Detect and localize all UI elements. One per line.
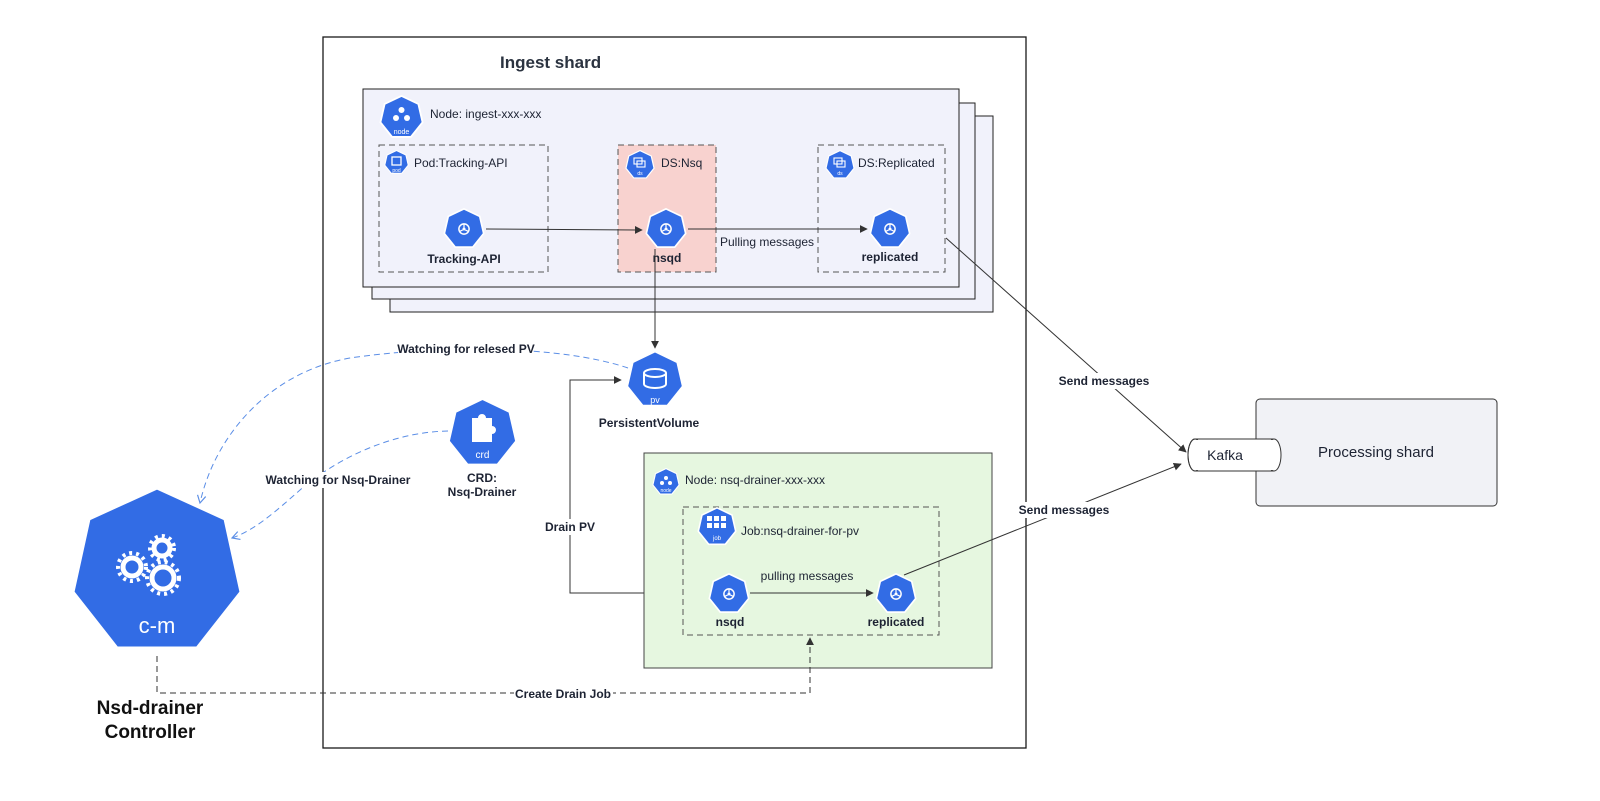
svg-text:node: node: [660, 488, 671, 494]
edge-send-messages-bottom: [903, 462, 1182, 576]
edge-label-pulling-messages: Pulling messages: [720, 235, 814, 249]
edge-label-send-bottom: Send messages: [1019, 503, 1110, 517]
replicated-service-icon: [869, 208, 911, 248]
ingest-node-label: Node: ingest-xxx-xxx: [430, 107, 541, 121]
edge-label-watching-crd: Watching for Nsq-Drainer: [266, 473, 411, 487]
job-nsq-drainer: [682, 506, 940, 636]
svg-text:job: job: [712, 536, 722, 542]
drainer-node-label: Node: nsq-drainer-xxx-xxx: [685, 473, 825, 487]
drainer-nsqd-label: nsqd: [716, 615, 745, 629]
nsqd-service-label: nsqd: [653, 251, 682, 265]
crd-label-line2: Nsq-Drainer: [448, 485, 517, 499]
persistent-volume-icon: pv: [625, 350, 685, 408]
node-icon: node: [379, 95, 424, 138]
pod-tracking-api: [378, 144, 549, 273]
ds-replicated: [817, 144, 946, 273]
edge-label-bg: [514, 686, 613, 702]
nsqd-service-icon: [645, 208, 687, 248]
svg-text:pod: pod: [392, 168, 401, 174]
job-label: Job:nsq-drainer-for-pv: [741, 524, 859, 538]
edge-label-create-drain-job: Create Drain Job: [515, 687, 611, 701]
pod-tracking-api-label: Pod:Tracking-API: [414, 156, 508, 170]
svg-text:crd: crd: [476, 450, 490, 461]
pod-icon: pod: [384, 150, 409, 174]
edge-send-messages-top: [945, 237, 1187, 453]
edge-label-watching-pv: Watching for relesed PV: [397, 342, 535, 356]
processing-shard-label: Processing shard: [1318, 444, 1434, 461]
svg-text:pv: pv: [650, 395, 660, 405]
edge-create-drain-job: [156, 637, 814, 694]
controller-label-line1: Nsd-drainer: [97, 698, 204, 719]
kafka-queue: [1187, 438, 1282, 472]
controller-icon: c-m: [71, 486, 243, 650]
tracking-api-service-label: Tracking-API: [427, 252, 500, 266]
edge-tracking-to-nsqd: [485, 225, 643, 234]
svg-text:ds: ds: [637, 171, 643, 177]
svg-text:node: node: [394, 129, 410, 136]
edge-label-drain-pv: Drain PV: [545, 520, 595, 534]
daemonset-icon: ds: [825, 150, 855, 179]
edge-label-bg: [543, 519, 598, 535]
node-icon: node: [652, 468, 680, 495]
edge-label-bg: [1018, 502, 1113, 518]
drainer-replicated-label: replicated: [868, 615, 925, 629]
svg-text:ds: ds: [837, 171, 843, 177]
drainer-nsqd-icon: [708, 573, 750, 613]
crd-icon: crd: [446, 397, 519, 467]
replicated-service-label: replicated: [862, 250, 919, 264]
ingest-shard-title: Ingest shard: [500, 53, 601, 72]
job-icon: job: [697, 507, 737, 546]
edge-watching-released-pv: [196, 348, 629, 505]
drainer-node-card: [643, 452, 993, 669]
edge-label-bg: [266, 472, 411, 488]
svg-text:c-m: c-m: [139, 613, 176, 638]
tracking-api-service-icon: [443, 208, 485, 248]
crd-label-line1: CRD:: [467, 471, 497, 485]
daemonset-icon: ds: [625, 150, 655, 179]
edge-label-bg: [1057, 373, 1152, 389]
edge-label-bg: [398, 341, 533, 357]
edge-label-send-top: Send messages: [1059, 374, 1150, 388]
drainer-replicated-icon: [875, 573, 917, 613]
controller-label-line2: Controller: [105, 722, 196, 743]
edge-drain-pv: [569, 376, 708, 594]
ds-replicated-label: DS:Replicated: [858, 156, 935, 170]
kafka-label: Kafka: [1207, 447, 1243, 463]
ds-nsq-label: DS:Nsq: [661, 156, 702, 170]
persistent-volume-label: PersistentVolume: [599, 416, 700, 430]
edge-label-pulling-messages-job: pulling messages: [761, 569, 854, 583]
